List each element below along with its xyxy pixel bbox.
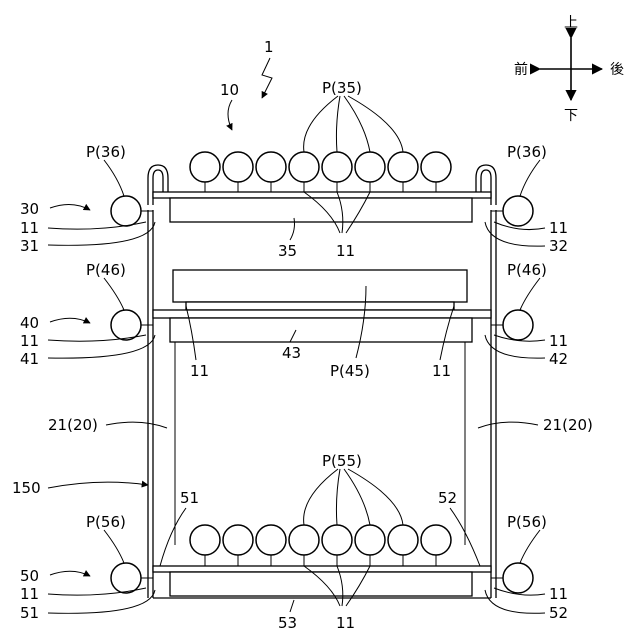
roller-p36-right xyxy=(503,196,533,226)
roller-p46-left xyxy=(111,310,141,340)
direction-compass: 上 下 前 後 xyxy=(514,15,624,124)
label-ref-21-right: 21(20) xyxy=(543,416,593,434)
label-ref-11-left-mid: 11 xyxy=(20,332,39,350)
label-ref-11-mid-bottom: 11 xyxy=(336,614,355,632)
label-p46-right: P(46) xyxy=(507,261,547,279)
direction-front-label: 前 xyxy=(514,61,528,78)
label-ref-11-right-mid: 11 xyxy=(549,332,568,350)
label-ref-52-bottom: 52 xyxy=(549,604,568,622)
label-ref-1: 1 xyxy=(264,38,274,56)
label-p45: P(45) xyxy=(330,362,370,380)
label-ref-52-top: 52 xyxy=(438,489,457,507)
label-ref-32: 32 xyxy=(549,237,568,255)
label-ref-51-bottom: 51 xyxy=(20,604,39,622)
label-ref-11-a: 11 xyxy=(190,362,209,380)
label-ref-35: 35 xyxy=(278,242,297,260)
label-ref-21-left: 21(20) xyxy=(48,416,98,434)
label-p36-left: P(36) xyxy=(86,143,126,161)
label-ref-30: 30 xyxy=(20,200,39,218)
label-ref-11-right-bottom: 11 xyxy=(549,585,568,603)
stage-50 xyxy=(111,525,533,596)
rollers-p35 xyxy=(190,152,451,192)
roller-p36-left xyxy=(111,196,141,226)
label-ref-10: 10 xyxy=(220,81,239,99)
label-ref-11-left-bottom: 11 xyxy=(20,585,39,603)
member-43 xyxy=(170,318,472,342)
panel-p45 xyxy=(173,270,467,302)
label-p35: P(35) xyxy=(322,79,362,97)
roller-p46-right xyxy=(503,310,533,340)
label-ref-11-b: 11 xyxy=(432,362,451,380)
stage-40 xyxy=(111,270,533,342)
rollers-p55 xyxy=(190,525,451,566)
label-p36-right: P(36) xyxy=(507,143,547,161)
member-53 xyxy=(170,572,472,596)
label-ref-50: 50 xyxy=(20,567,39,585)
stage-30 xyxy=(111,152,533,226)
label-ref-53: 53 xyxy=(278,614,297,632)
label-p55: P(55) xyxy=(322,452,362,470)
roller-p56-left xyxy=(111,563,141,593)
label-ref-43: 43 xyxy=(282,344,301,362)
label-p46-left: P(46) xyxy=(86,261,126,279)
label-ref-40: 40 xyxy=(20,314,39,332)
label-p56-left: P(56) xyxy=(86,513,126,531)
label-ref-150: 150 xyxy=(12,479,41,497)
direction-up-label: 上 xyxy=(564,15,578,31)
direction-back-label: 後 xyxy=(610,62,624,78)
label-ref-11-left-top: 11 xyxy=(20,219,39,237)
label-p56-right: P(56) xyxy=(507,513,547,531)
direction-down-label: 下 xyxy=(564,108,578,124)
label-ref-41: 41 xyxy=(20,350,39,368)
member-35 xyxy=(170,198,472,222)
label-ref-11-mid-top: 11 xyxy=(336,242,355,260)
label-ref-51-top: 51 xyxy=(180,489,199,507)
label-ref-42: 42 xyxy=(549,350,568,368)
label-ref-11-right-top: 11 xyxy=(549,219,568,237)
roller-p56-right xyxy=(503,563,533,593)
label-ref-31: 31 xyxy=(20,237,39,255)
